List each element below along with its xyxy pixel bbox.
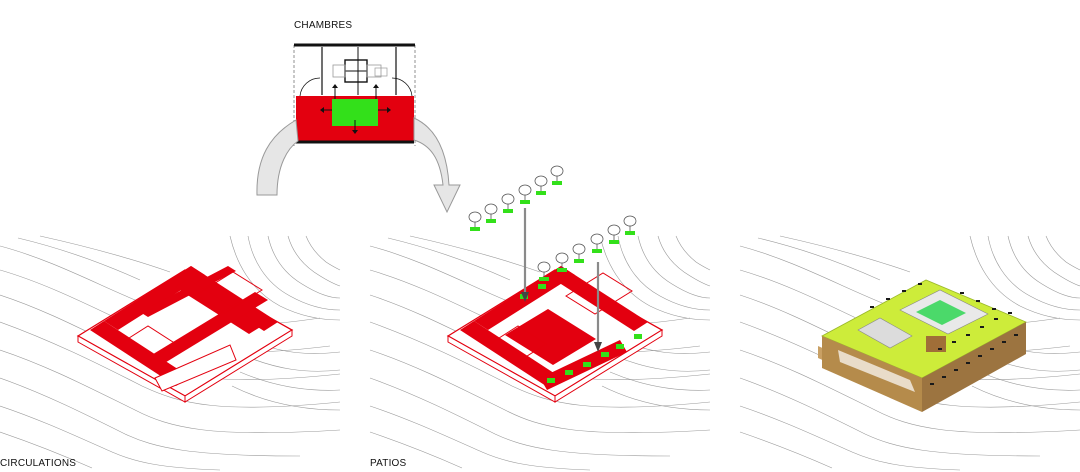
tree-icon	[590, 233, 604, 253]
tree-icon	[550, 165, 564, 185]
final-model	[818, 279, 1027, 412]
tree-icon	[537, 261, 551, 281]
tree-row-upper	[468, 165, 564, 231]
label-circulations: CIRCULATIONS	[0, 458, 77, 469]
tree-icon	[534, 175, 548, 195]
tree-icon	[468, 211, 482, 231]
tree-icon	[572, 243, 586, 263]
patios-model	[446, 208, 664, 403]
curved-arrow-icon	[413, 117, 461, 214]
circulations-model	[76, 266, 294, 403]
tree-icon	[484, 203, 498, 223]
tree-icon	[623, 215, 637, 235]
curved-arrow-icon	[256, 119, 299, 196]
label-patios: PATIOS	[370, 458, 407, 469]
tree-icon	[501, 193, 515, 213]
tree-icon	[607, 224, 621, 244]
tree-icon	[518, 184, 532, 204]
tree-row-lower	[537, 215, 637, 281]
label-chambres: CHAMBRES	[294, 20, 353, 31]
room-plan	[293, 43, 416, 146]
tree-icon	[555, 252, 569, 272]
